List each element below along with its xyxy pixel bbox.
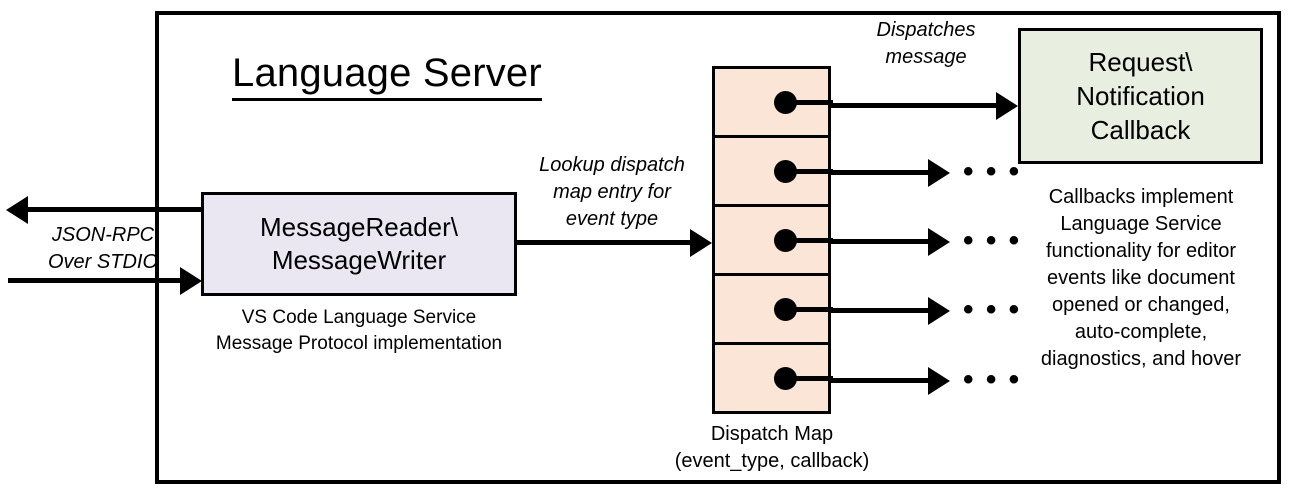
callback-box-title-line3: Callback bbox=[1090, 115, 1191, 145]
message-box-caption-line2: Message Protocol implementation bbox=[215, 333, 503, 354]
language-server-boundary bbox=[155, 11, 1281, 484]
callback-entry-connector bbox=[791, 168, 833, 174]
callback-entry-dot-icon bbox=[774, 228, 797, 252]
dispatch-map-row[interactable] bbox=[715, 207, 833, 276]
message-box-title-line2: MessageWriter bbox=[271, 245, 447, 275]
dispatch-row5-ellipsis: • • • bbox=[963, 363, 1022, 396]
callback-entry-connector bbox=[791, 375, 833, 381]
message-reader-writer-box[interactable]: MessageReader\ MessageWriter bbox=[201, 192, 517, 296]
callback-description: Callbacks implement Language Service fun… bbox=[1040, 186, 1242, 370]
message-box-caption-line1: VS Code Language Service bbox=[241, 307, 477, 328]
dispatch-row3-arrowhead bbox=[928, 227, 950, 256]
callback-entry-dot-icon bbox=[774, 366, 797, 390]
dispatch-map-row[interactable] bbox=[715, 276, 833, 345]
callback-entry-dot-icon bbox=[774, 297, 797, 321]
dispatch-map-row[interactable] bbox=[715, 345, 833, 411]
dispatch-map-table[interactable] bbox=[712, 66, 833, 414]
callback-box-title-line1: Request\ bbox=[1088, 47, 1193, 77]
dispatch-row2-line bbox=[831, 170, 931, 175]
dispatch-row4-line bbox=[831, 308, 931, 313]
jsonrpc-in-arrowhead bbox=[180, 266, 202, 295]
dispatch-row3-line bbox=[831, 239, 931, 244]
dispatch-row5-line bbox=[831, 378, 931, 383]
dispatch-row5-arrowhead bbox=[928, 366, 950, 395]
page-title: Language Server bbox=[232, 50, 542, 101]
callback-box-title-line2: Notification bbox=[1076, 81, 1205, 111]
callback-entry-dot-icon bbox=[774, 159, 797, 183]
message-box-title-line1: MessageReader\ bbox=[260, 212, 458, 242]
lookup-label: Lookup dispatch map entry for event type bbox=[539, 154, 685, 230]
request-notification-callback-box[interactable]: Request\ Notification Callback bbox=[1018, 28, 1263, 164]
jsonrpc-in-line bbox=[8, 278, 183, 283]
dispatch-row1-line bbox=[831, 103, 999, 108]
callback-entry-connector bbox=[791, 99, 833, 105]
dispatches-message-label: Dispatches message bbox=[876, 19, 976, 68]
dispatch-map-row[interactable] bbox=[715, 69, 833, 138]
callback-entry-connector bbox=[791, 237, 833, 243]
dispatch-row4-arrowhead bbox=[928, 296, 950, 325]
dispatch-row2-ellipsis: • • • bbox=[963, 155, 1022, 188]
dispatch-map-caption-line1: Dispatch Map bbox=[710, 423, 834, 445]
dispatch-map-caption: Dispatch Map (event_type, callback) bbox=[652, 421, 892, 475]
callback-entry-connector bbox=[791, 306, 833, 312]
jsonrpc-out-line bbox=[28, 207, 204, 212]
callback-entry-dot-icon bbox=[774, 90, 797, 114]
lookup-arrowhead bbox=[690, 228, 712, 257]
message-box-caption: VS Code Language Service Message Protoco… bbox=[201, 305, 517, 357]
jsonrpc-out-arrowhead bbox=[6, 195, 28, 224]
dispatch-map-row[interactable] bbox=[715, 138, 833, 207]
dispatch-row2-arrowhead bbox=[928, 158, 950, 187]
dispatch-row1-arrowhead bbox=[996, 91, 1018, 120]
lookup-arrow-line bbox=[516, 240, 692, 245]
jsonrpc-label: JSON-RPC Over STDIO bbox=[47, 224, 158, 273]
dispatch-map-caption-line2: (event_type, callback) bbox=[674, 450, 870, 472]
